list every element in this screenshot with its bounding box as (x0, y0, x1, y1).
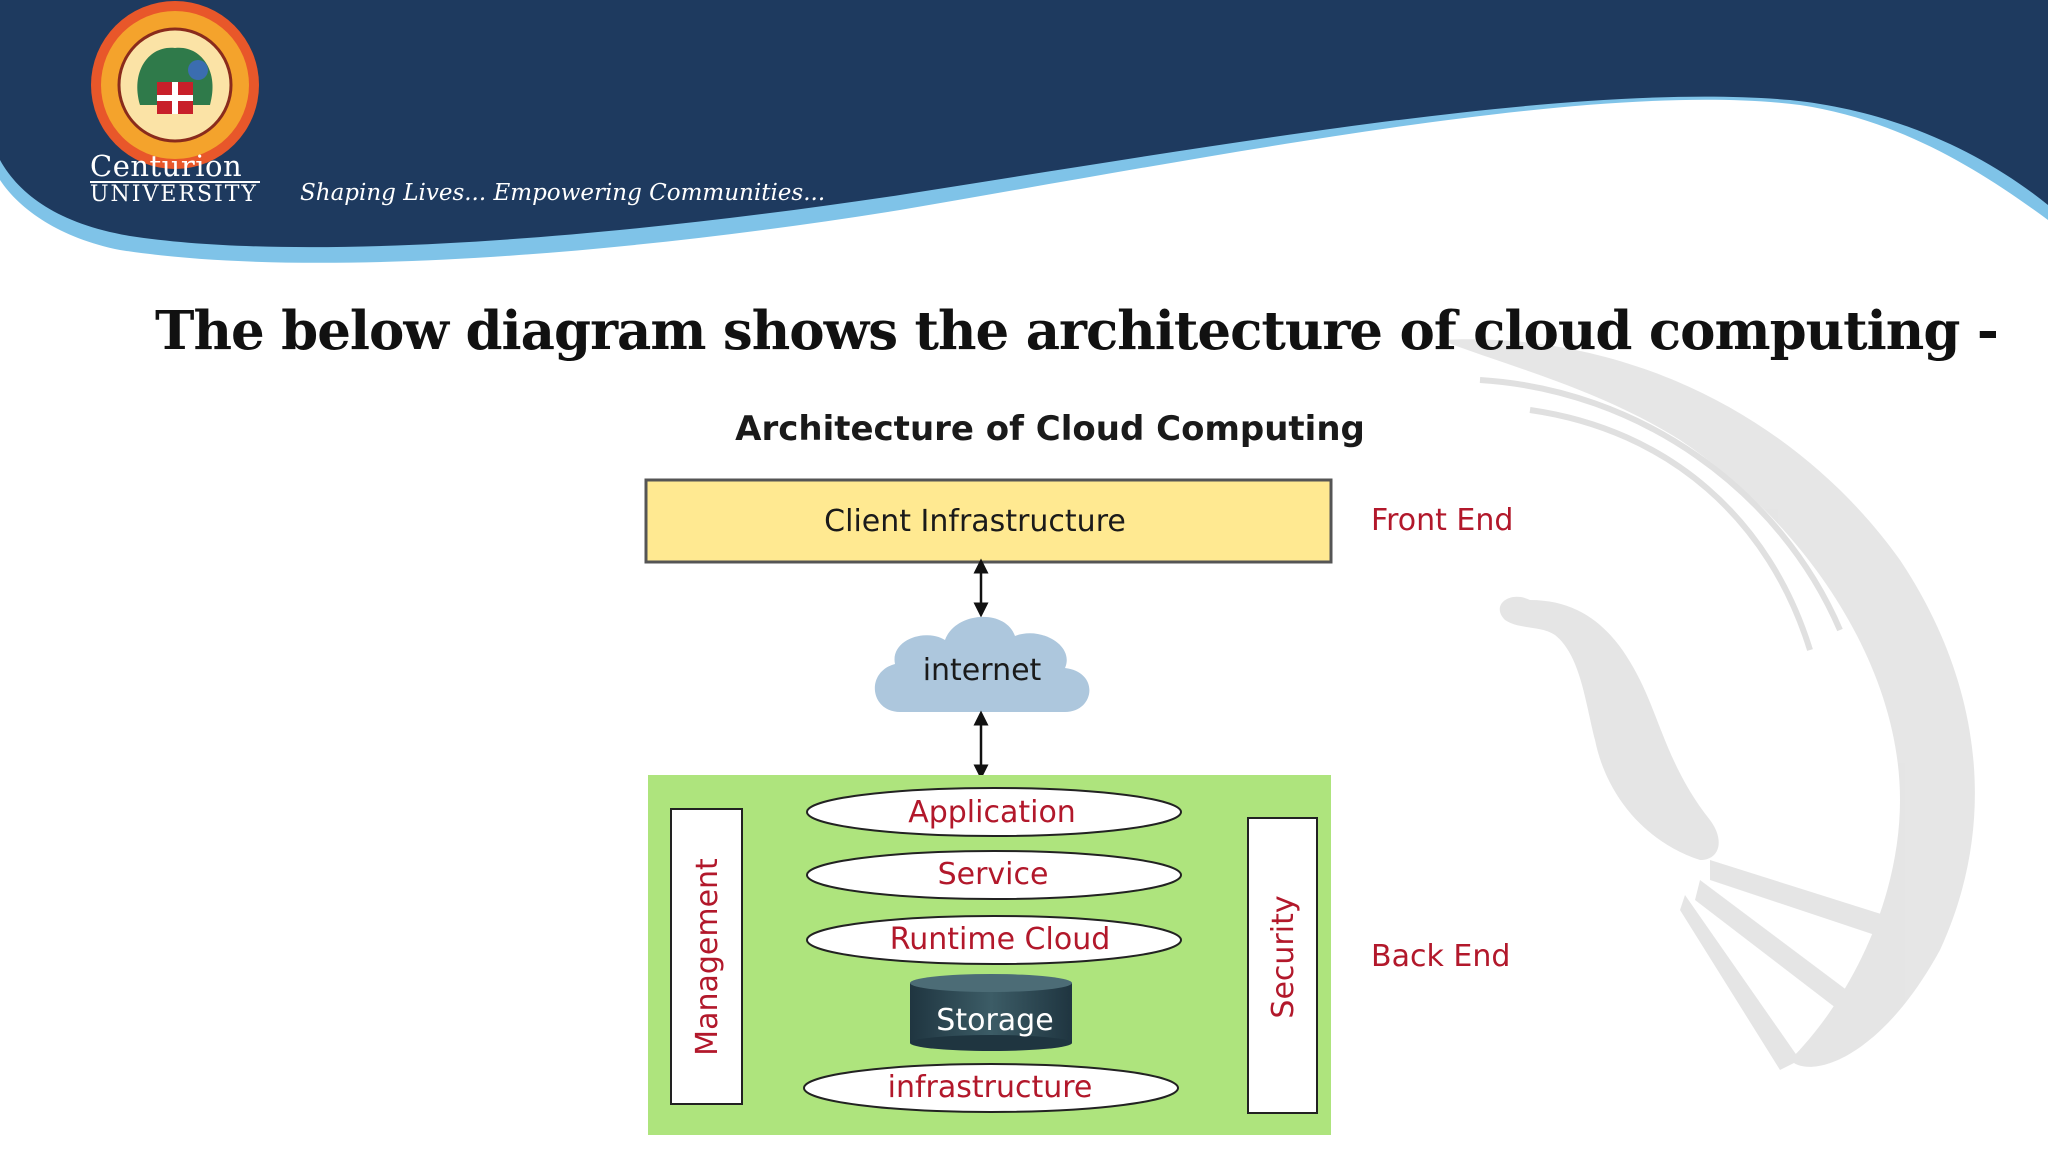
service-label: Service (938, 857, 1049, 892)
header-banner (0, 0, 2048, 263)
management-box (670, 808, 743, 1105)
header-wave-navy (0, 0, 2048, 248)
internet-cloud (874, 616, 1090, 712)
peacock-watermark (1440, 339, 1975, 1070)
runtime-cloud-layer (806, 915, 1182, 965)
university-tagline: Shaping Lives... Empowering Communities.… (300, 180, 826, 206)
application-layer (806, 787, 1182, 837)
internet-label: internet (923, 653, 1042, 688)
university-name: Centurion (90, 149, 243, 183)
university-sub: UNIVERSITY (90, 182, 258, 207)
runtime-cloud-label: Runtime Cloud (890, 922, 1111, 957)
infrastructure-layer (803, 1063, 1179, 1113)
service-layer (806, 850, 1182, 900)
storage-cylinder (910, 974, 1072, 1051)
logo-divider (90, 181, 260, 183)
management-label: Management (690, 858, 725, 1056)
security-box (1247, 817, 1318, 1114)
back-end-label: Back End (1371, 939, 1510, 974)
client-infrastructure-label: Client Infrastructure (824, 504, 1126, 539)
application-label: Application (908, 795, 1076, 830)
university-logo (91, 1, 259, 169)
slide-heading: The below diagram shows the architecture… (155, 300, 1999, 362)
storage-label: Storage (936, 1003, 1053, 1038)
front-end-label: Front End (1371, 503, 1513, 538)
diagram-title: Architecture of Cloud Computing (735, 409, 1365, 449)
client-infrastructure-box (644, 478, 1333, 564)
security-label: Security (1266, 895, 1301, 1018)
infrastructure-label: infrastructure (888, 1070, 1093, 1105)
